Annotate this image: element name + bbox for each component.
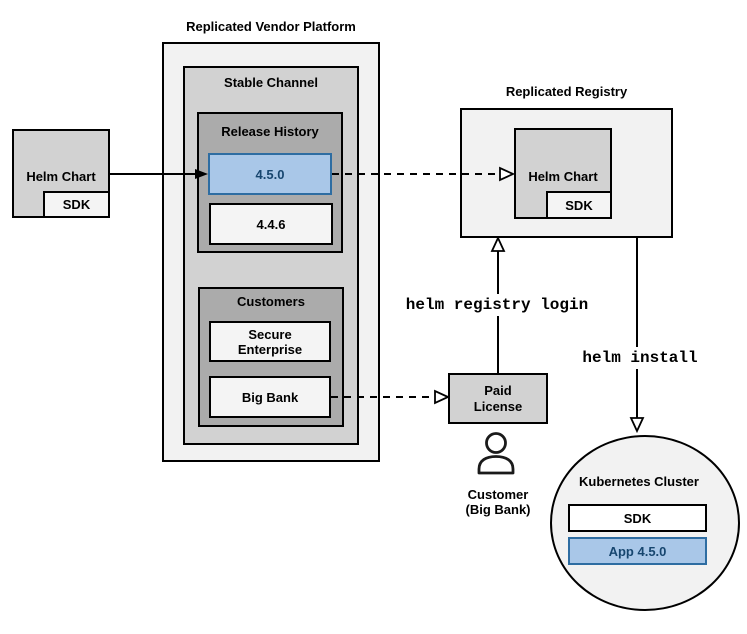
registry-sdk-box: SDK (546, 191, 612, 219)
customer-label-line1: Customer (467, 487, 529, 502)
release-item-450: 4.5.0 (208, 153, 332, 195)
release-history-title: Release History (221, 124, 319, 139)
paid-license-box: Paid License (448, 373, 548, 424)
customer-item-big-bank: Big Bank (209, 376, 331, 418)
registry-title: Replicated Registry (505, 84, 628, 99)
cluster-app-box: App 4.5.0 (568, 537, 707, 565)
kubernetes-cluster-title: Kubernetes Cluster (579, 474, 699, 489)
cluster-sdk-box: SDK (568, 504, 707, 532)
cmd-helm-registry-login: helm registry login (397, 294, 597, 316)
customer-item-secure-enterprise: Secure Enterprise (209, 321, 331, 362)
source-helm-chart-label: Helm Chart (26, 169, 96, 184)
customer-label: Customer (Big Bank) (447, 487, 549, 517)
arrow-registry-to-cluster (629, 238, 645, 434)
release-item-446: 4.4.6 (209, 203, 333, 245)
stable-channel-title: Stable Channel (224, 75, 318, 90)
registry-helm-chart-label: Helm Chart (528, 169, 598, 184)
customer-label-line2: (Big Bank) (465, 502, 531, 517)
source-sdk-box: SDK (43, 191, 110, 218)
cmd-helm-install: helm install (576, 347, 704, 369)
person-icon (477, 432, 515, 475)
vendor-platform-title: Replicated Vendor Platform (186, 19, 356, 34)
customers-title: Customers (237, 294, 305, 309)
